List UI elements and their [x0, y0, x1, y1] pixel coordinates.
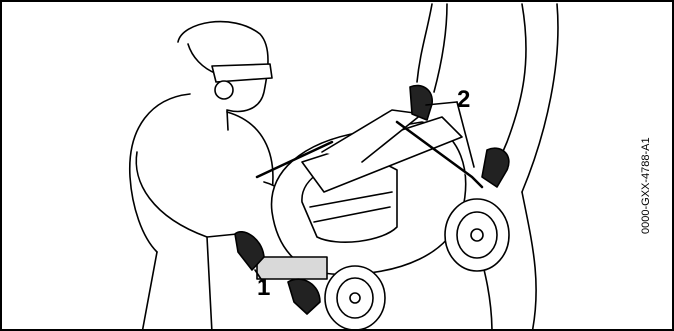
lawn-mower [257, 110, 482, 279]
callout-number-2: 2 [457, 88, 470, 112]
figure-code: 0000-GXX-4788-A1 [640, 137, 652, 234]
left-person-figure [130, 22, 302, 331]
callout-number-1: 1 [257, 276, 270, 300]
